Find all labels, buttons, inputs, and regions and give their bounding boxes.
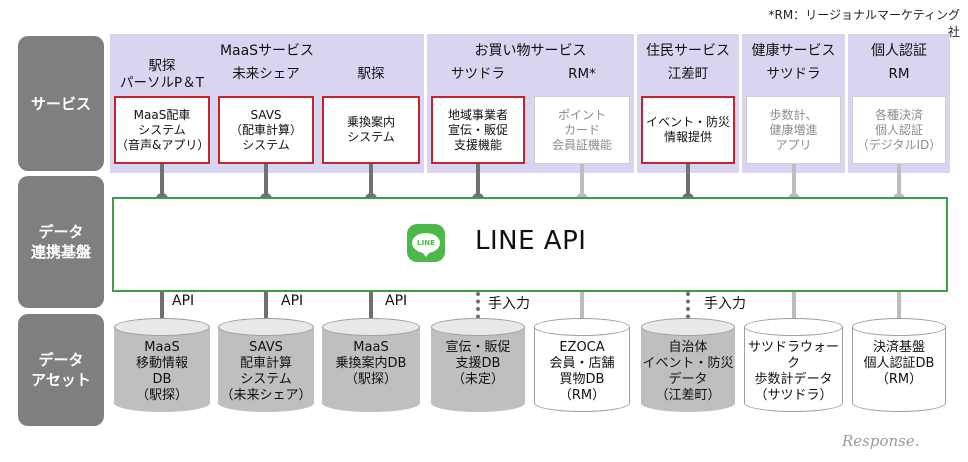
manual-dashed-line	[476, 292, 480, 326]
service-pedometer: 歩数計、 健康増進 アプリ	[746, 96, 841, 164]
line-api-title: LINE API	[475, 226, 587, 256]
asset-transfer-db: MaaS 乗換案内DB （駅探）	[322, 318, 420, 412]
connector-line	[369, 164, 373, 198]
service-transfer-guide: 乗換案内 システム	[322, 96, 420, 164]
asset-promo-db: 宣伝・販促 支援DB （未定）	[431, 318, 525, 412]
asset-municipal-data: 自治体 イベント・防災 データ （江差町）	[641, 318, 735, 412]
api-label: API	[281, 293, 304, 309]
provider-rm: RM	[888, 66, 910, 82]
category-maas: MaaSサービス	[219, 43, 315, 59]
connector-line	[369, 292, 373, 326]
line-api-platform	[112, 197, 948, 292]
connector-line	[686, 164, 690, 198]
service-local-promo: 地域事業者 宣伝・販促 支援機能	[431, 96, 525, 164]
asset-pedometer-data: サツドラウォーク 歩数計データ （サツドラ）	[744, 318, 843, 412]
provider-satudora-health: サツドラ	[766, 66, 821, 82]
manual-input-label: 手入力	[704, 296, 746, 312]
asset-ezoca-db: EZOCA 会員・店舗 買物DB （RM）	[534, 318, 630, 412]
connector-line	[264, 292, 268, 326]
connector-line	[264, 164, 268, 198]
connector-line	[792, 164, 796, 198]
manual-input-label: 手入力	[488, 296, 530, 312]
category-shopping: お買い物サービス	[474, 43, 587, 59]
provider-satudora: サツドラ	[451, 66, 505, 82]
api-label: API	[172, 293, 195, 309]
connector-line	[160, 164, 164, 198]
connector-line	[580, 164, 584, 198]
connector-line	[897, 292, 901, 326]
manual-dashed-line	[686, 292, 690, 326]
asset-auth-db: 決済基盤 個人認証DB （RM）	[852, 318, 946, 412]
connector-line	[580, 292, 584, 326]
line-logo-icon: LINE	[407, 224, 445, 262]
response-watermark: Response.	[842, 432, 920, 450]
provider-esashi: 江差町	[667, 66, 709, 82]
row-label-asset: データ アセット	[18, 314, 104, 426]
service-event-disaster: イベント・防災 情報提供	[641, 96, 735, 164]
service-savs: SAVS （配車計算） システム	[218, 96, 314, 164]
provider-mirai-share: 未来シェア	[232, 66, 300, 82]
connector-line	[476, 164, 480, 198]
connector-line	[897, 164, 901, 198]
category-auth: 個人認証	[871, 43, 927, 59]
connector-line	[160, 292, 164, 326]
line-bubble: LINE	[412, 233, 440, 257]
service-maas-dispatch: MaaS配車 システム （音声&アプリ）	[114, 96, 210, 164]
provider-rm-star: RM*	[568, 66, 596, 82]
asset-maas-movement-db: MaaS 移動情報 DB （駅探）	[114, 318, 210, 412]
api-label: API	[385, 293, 408, 309]
connector-line	[792, 292, 796, 326]
category-resident: 住民サービス	[646, 43, 730, 59]
footnote: *RM：リージョナルマーケティング社	[768, 8, 961, 39]
provider-ekitan: 駅探	[357, 66, 385, 82]
service-payment-auth: 各種決済 個人認証 （デジタルID）	[852, 96, 946, 164]
provider-ekitan-persol: 駅探 パーソルP＆T	[120, 58, 204, 91]
service-point-card: ポイント カード 会員証機能	[534, 96, 630, 164]
asset-savs-system: SAVS 配車計算 システム （未来シェア）	[218, 318, 314, 412]
row-label-service: サービス	[18, 36, 104, 171]
row-label-platform: データ 連携基盤	[18, 176, 104, 308]
category-health: 健康サービス	[751, 43, 836, 59]
